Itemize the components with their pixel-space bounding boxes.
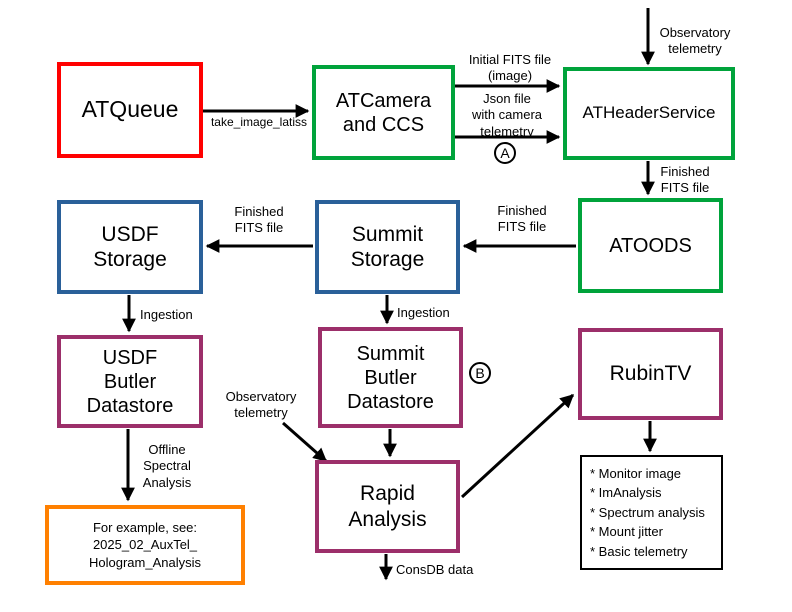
- edge-label-initial-fits-file: Initial FITS file (image): [468, 52, 552, 84]
- node-rubintv: RubinTV: [578, 328, 723, 420]
- arrow-observatory-telemetry-to-rapid-analysis: [282, 421, 328, 463]
- node-atcamera-and-ccs: ATCamera and CCS: [312, 65, 455, 160]
- node-summit-storage: Summit Storage: [315, 200, 460, 294]
- edge-label-observatory-telemetry-top: Observatory telemetry: [659, 25, 731, 57]
- marker-a: A: [494, 142, 516, 164]
- edge-label-offline-spectral-analysis: Offline Spectral Analysis: [142, 442, 192, 490]
- node-summit-butler-datastore: Summit Butler Datastore: [318, 327, 463, 428]
- node-atoods: ATOODS: [578, 198, 723, 293]
- node-rapid-analysis: Rapid Analysis: [315, 460, 460, 553]
- edge-label-finished-fits-right: Finished FITS file: [660, 164, 710, 196]
- edge-label-json-file: Json file with camera telemetry: [471, 91, 543, 139]
- node-analysis-list: * Monitor image * ImAnalysis * Spectrum …: [580, 455, 723, 570]
- node-usdf-butler-datastore: USDF Butler Datastore: [57, 335, 203, 428]
- edge-label-finished-fits-mid: Finished FITS file: [497, 203, 547, 235]
- edge-label-finished-fits-left: Finished FITS file: [234, 204, 284, 236]
- node-example-note: For example, see: 2025_02_AuxTel_ Hologr…: [45, 505, 245, 585]
- edge-label-ingestion-mid: Ingestion: [397, 305, 450, 320]
- marker-b: B: [469, 362, 491, 384]
- edge-label-consdb-data: ConsDB data: [396, 562, 474, 577]
- node-atheaderservice: ATHeaderService: [563, 67, 735, 160]
- node-usdf-storage: USDF Storage: [57, 200, 203, 294]
- edge-label-observatory-telemetry-mid: Observatory telemetry: [225, 389, 297, 421]
- edge-label-ingestion-left: Ingestion: [140, 307, 193, 322]
- arrow-rapid-analysis-to-rubintv: [460, 393, 575, 499]
- node-atqueue: ATQueue: [57, 62, 203, 158]
- edge-label-take-image-latiss: take_image_latiss: [210, 115, 308, 129]
